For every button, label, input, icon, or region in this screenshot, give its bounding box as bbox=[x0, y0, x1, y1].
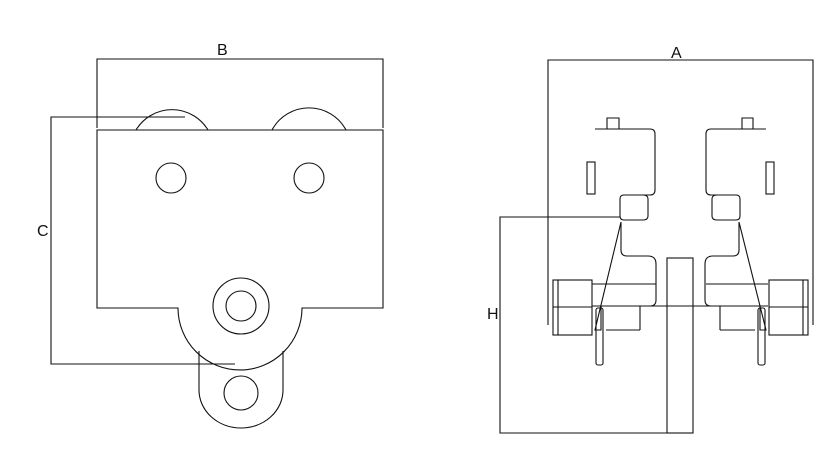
side-plate bbox=[96, 129, 384, 371]
center-bolt-outer bbox=[212, 277, 270, 335]
right-nut-detail bbox=[769, 280, 808, 335]
dimension-a-frame bbox=[547, 59, 814, 325]
left-side-tab bbox=[586, 161, 596, 195]
center-hanger-plate bbox=[666, 257, 694, 434]
dimension-b-frame bbox=[96, 58, 384, 128]
dimension-h-frame bbox=[499, 216, 693, 434]
label-c: C bbox=[37, 223, 49, 240]
left-vertical-bolt bbox=[595, 307, 604, 366]
label-b: B bbox=[217, 42, 228, 59]
right-vertical-bolt bbox=[757, 307, 766, 366]
right-trolley-plate bbox=[704, 128, 767, 331]
lug-hole bbox=[223, 375, 259, 411]
left-nut-detail bbox=[553, 280, 592, 335]
left-axle-hole bbox=[155, 162, 187, 194]
right-axle-hole bbox=[293, 162, 325, 194]
right-side-tab bbox=[765, 161, 775, 195]
hanging-lug bbox=[198, 351, 284, 429]
axle-band bbox=[592, 283, 768, 331]
right-wheel-top bbox=[271, 107, 347, 131]
center-bolt-inner bbox=[225, 290, 257, 322]
dimension-c-frame bbox=[50, 116, 235, 365]
side-view: B C bbox=[37, 42, 384, 429]
front-view: A H bbox=[487, 45, 814, 434]
right-top-pin bbox=[741, 117, 754, 129]
label-h: H bbox=[487, 306, 499, 323]
label-a: A bbox=[671, 45, 682, 62]
left-wheel-top bbox=[135, 109, 209, 131]
left-top-pin bbox=[606, 117, 620, 129]
left-trolley-plate bbox=[594, 128, 657, 331]
